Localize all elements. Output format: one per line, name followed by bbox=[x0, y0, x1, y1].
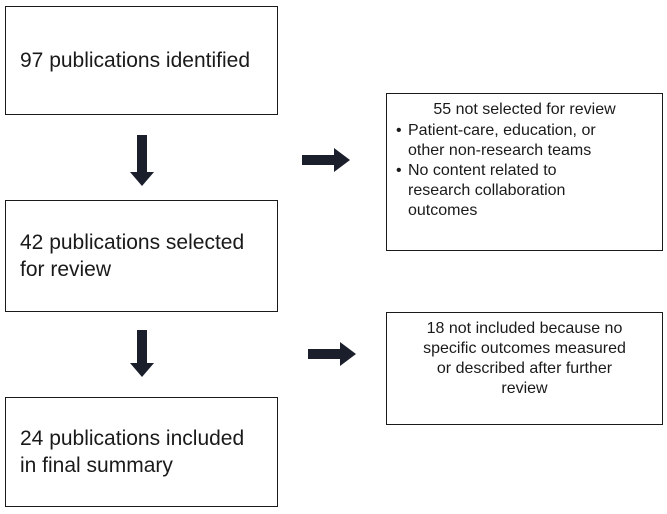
right-arrow-icon bbox=[302, 148, 350, 172]
down-arrow-icon bbox=[130, 330, 154, 377]
identified-box: 97 publications identified bbox=[5, 6, 278, 115]
not-included-line-1: 18 not included because no bbox=[426, 320, 623, 337]
included-text: 24 publications included in final summar… bbox=[20, 425, 244, 479]
right-arrow-icon bbox=[308, 342, 356, 366]
reason-line: other non-research teams bbox=[408, 142, 592, 159]
included-line-2: in final summary bbox=[20, 454, 173, 477]
selected-box: 42 publications selected for review bbox=[5, 200, 278, 312]
reason-line: Patient-care, education, or bbox=[408, 122, 596, 139]
exclusion-reasons-list: • Patient-care, education, or other non-… bbox=[395, 121, 654, 221]
not-included-box: 18 not included because no specific outc… bbox=[386, 312, 663, 425]
included-box: 24 publications included in final summar… bbox=[5, 397, 278, 507]
bullet-icon: • bbox=[396, 162, 402, 179]
not-included-line-4: review bbox=[501, 380, 548, 397]
not-selected-title: 55 not selected for review bbox=[433, 101, 616, 118]
reason-line: research collaboration bbox=[408, 182, 566, 199]
bullet-icon: • bbox=[396, 122, 402, 139]
reason-line: No content related to bbox=[408, 162, 557, 179]
not-selected-box: 55 not selected for review • Patient-car… bbox=[386, 93, 663, 251]
not-included-line-3: or described after further bbox=[436, 360, 613, 377]
included-line-1: 24 publications included bbox=[20, 427, 245, 450]
not-included-line-2: specific outcomes measured bbox=[423, 340, 626, 357]
reason-line: outcomes bbox=[408, 202, 478, 219]
reason-item-no-content: • No content related to research collabo… bbox=[395, 161, 654, 221]
selected-line-1: 42 publications selected bbox=[20, 231, 245, 254]
selected-text: 42 publications selected for review bbox=[20, 229, 244, 283]
selected-line-2: for review bbox=[20, 258, 112, 281]
identified-text: 97 publications identified bbox=[20, 49, 250, 72]
reason-item-non-research: • Patient-care, education, or other non-… bbox=[395, 121, 654, 161]
down-arrow-icon bbox=[130, 135, 154, 186]
